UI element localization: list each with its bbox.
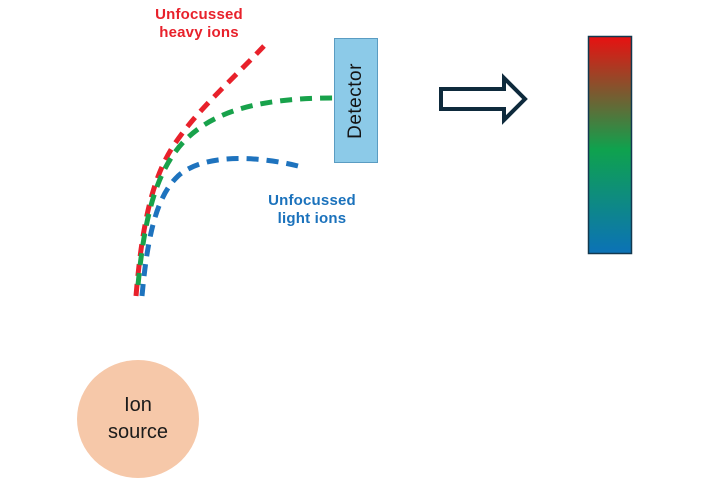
medium-ion-trajectory xyxy=(135,95,334,286)
ion-source-label-line2: source xyxy=(107,421,169,443)
detector-box: Detector xyxy=(334,38,378,163)
mass-gradient-bar xyxy=(587,35,633,255)
heavy-ion-trajectory xyxy=(133,44,266,297)
ion-source-label-line1: Ion xyxy=(124,394,152,416)
ion-source-circle: Ion source xyxy=(77,360,199,478)
detector-label: Detector xyxy=(345,62,366,139)
light-ions-label: Unfocussed light ions xyxy=(257,192,367,228)
heavy-ions-label: Unfocussed heavy ions xyxy=(144,6,254,42)
light-ions-label-line2: light ions xyxy=(277,210,347,227)
heavy-ions-label-line1: Unfocussed xyxy=(155,6,243,23)
heavy-ions-label-line2: heavy ions xyxy=(159,24,239,41)
light-ions-label-line1: Unfocussed xyxy=(268,192,356,209)
right-arrow-icon xyxy=(439,73,528,125)
light-ion-trajectory xyxy=(139,156,299,297)
